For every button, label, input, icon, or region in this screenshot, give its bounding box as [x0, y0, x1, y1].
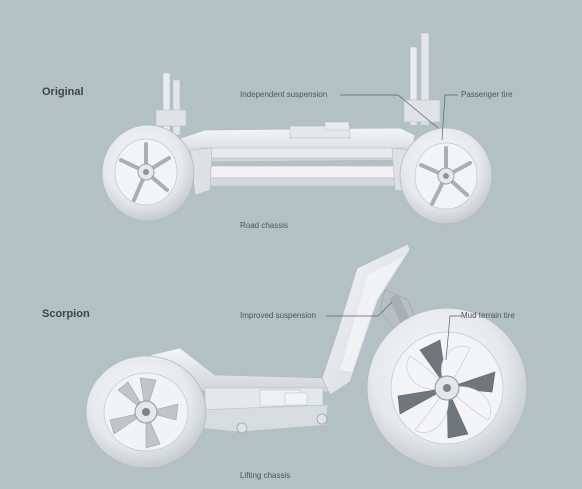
improved-suspension-label: Improved suspension [240, 311, 317, 320]
original-section-title: Original [42, 86, 84, 98]
road-chassis-frame [174, 121, 416, 196]
independent-suspension-leader [340, 94, 439, 129]
right-suspension-tower [403, 32, 441, 126]
road-front-wheel [101, 124, 195, 222]
passenger-tire-leader [441, 94, 458, 141]
mud-terrain-tire-label: Mud terrain tire [461, 311, 515, 320]
left-suspension-tower [155, 72, 187, 136]
improved-suspension-leader [326, 301, 393, 317]
lifting-chassis-model [85, 243, 528, 469]
lifting-tail-arm [321, 243, 421, 396]
road-chassis-model [101, 32, 493, 225]
mud-terrain-tire-leader [445, 315, 462, 361]
lifting-leader-lines [326, 301, 462, 361]
lifting-rear-wheel [366, 307, 528, 469]
scorpion-section-title: Scorpion [42, 308, 90, 320]
passenger-tire-label: Passenger tire [461, 90, 513, 99]
road-rear-wheel [399, 127, 493, 225]
independent-suspension-label: Independent suspension [240, 90, 328, 99]
lifting-chassis-caption: Lifting chassis [240, 471, 291, 480]
road-chassis-caption: Road chassis [240, 221, 289, 230]
lifting-front-wheel [85, 355, 207, 469]
road-leader-lines [340, 94, 458, 141]
